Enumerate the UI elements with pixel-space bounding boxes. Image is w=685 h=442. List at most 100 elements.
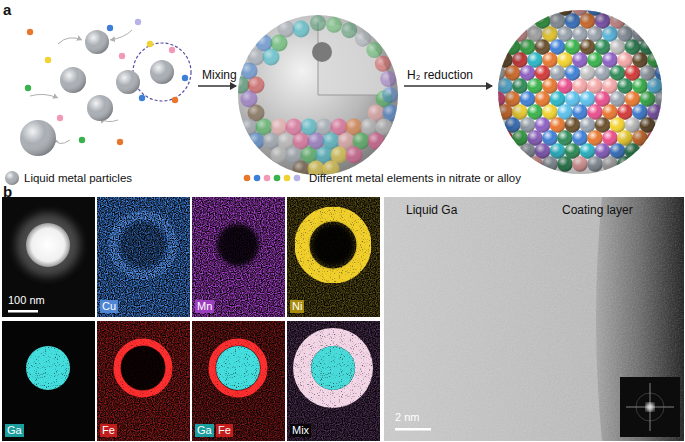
illustration-part bbox=[384, 197, 684, 441]
fe-map bbox=[97, 321, 190, 441]
illustration-part bbox=[192, 197, 285, 317]
inner-ball bbox=[312, 42, 332, 62]
ball-shine bbox=[60, 67, 86, 93]
ga-fe-map bbox=[192, 321, 285, 441]
illustration-part bbox=[287, 321, 380, 441]
motion-arrow bbox=[30, 94, 58, 98]
motion-arrow bbox=[54, 138, 70, 144]
ball bbox=[248, 133, 265, 150]
ball bbox=[382, 87, 398, 103]
hrtem-image bbox=[384, 197, 684, 441]
metal-dot bbox=[284, 175, 291, 182]
ball bbox=[271, 147, 288, 164]
sphere-shade bbox=[498, 10, 662, 174]
metal-dot bbox=[119, 53, 125, 59]
illustration-part bbox=[233, 15, 400, 178]
ball bbox=[380, 71, 396, 87]
illustration-part bbox=[626, 383, 674, 431]
metal-dot bbox=[264, 175, 271, 182]
ball bbox=[60, 67, 86, 93]
ball bbox=[5, 171, 19, 185]
illustration-part bbox=[20, 19, 188, 156]
metal-dot bbox=[274, 175, 281, 182]
ball bbox=[293, 21, 310, 38]
illustration-part bbox=[97, 197, 190, 317]
illustration-part bbox=[121, 223, 165, 267]
illustration-part bbox=[2, 321, 95, 441]
ball-shine bbox=[248, 133, 265, 150]
ball bbox=[116, 70, 140, 94]
metal-dot bbox=[294, 175, 301, 182]
legend-text: Different metal elements in nitrate or a… bbox=[309, 171, 521, 185]
step-label: H₂ reduction bbox=[407, 68, 473, 82]
illustration-part bbox=[26, 346, 70, 390]
ball bbox=[326, 17, 342, 33]
metal-dot bbox=[25, 85, 31, 91]
ball-shine bbox=[366, 42, 382, 58]
illustration-part bbox=[216, 346, 260, 390]
element-map: Ga bbox=[2, 321, 95, 441]
metal-dot bbox=[169, 47, 175, 53]
illustration-part bbox=[311, 346, 355, 390]
ball-shine bbox=[263, 49, 280, 66]
motion-arrow bbox=[110, 30, 132, 40]
metal-dot bbox=[182, 75, 188, 81]
illustration-part bbox=[287, 321, 380, 441]
metal-dot bbox=[45, 57, 51, 63]
illustration-part bbox=[2, 197, 95, 317]
illustration-part bbox=[395, 428, 431, 431]
illustration-part bbox=[192, 197, 285, 317]
element-map: Mix bbox=[287, 321, 380, 441]
ball-shine bbox=[5, 171, 19, 185]
dashed-circle bbox=[133, 43, 191, 101]
ball-shine bbox=[326, 17, 342, 33]
metal-dot bbox=[135, 19, 141, 25]
ball-shine bbox=[355, 31, 371, 47]
legend-text: Liquid metal particles bbox=[24, 171, 132, 185]
ga-map bbox=[2, 321, 95, 441]
region-label: Coating layer bbox=[562, 204, 633, 217]
element-map: Ni bbox=[287, 197, 380, 317]
ball-shine bbox=[20, 120, 56, 156]
illustration-part bbox=[192, 321, 285, 441]
metal-dot bbox=[172, 97, 178, 103]
illustration-part bbox=[97, 197, 190, 317]
illustration-part bbox=[97, 321, 190, 441]
scale-label: 2 nm bbox=[395, 411, 419, 424]
hrtem-panel: Liquid GaCoating layer2 nm bbox=[384, 197, 684, 441]
ni-map bbox=[287, 197, 380, 317]
ball-shine bbox=[382, 87, 398, 103]
illustration-part bbox=[117, 342, 169, 394]
metal-dot bbox=[107, 25, 113, 31]
ball bbox=[85, 30, 109, 54]
ball bbox=[310, 15, 326, 31]
step-label: Mixing bbox=[202, 68, 237, 82]
element-map: Cu bbox=[97, 197, 190, 317]
illustration-part bbox=[312, 224, 354, 266]
ball-shine bbox=[368, 133, 385, 150]
element-label: Mix bbox=[290, 424, 311, 437]
element-label: Mn bbox=[195, 300, 214, 313]
element-label: Ga bbox=[195, 424, 214, 437]
mix-map bbox=[287, 321, 380, 441]
ball-shine bbox=[116, 70, 140, 94]
ball-shine bbox=[150, 60, 174, 84]
ball-shine bbox=[271, 147, 288, 164]
scale-label: 100 nm bbox=[8, 294, 45, 307]
ball-shine bbox=[341, 22, 357, 38]
illustration-part bbox=[113, 215, 173, 275]
coated-sphere bbox=[238, 15, 398, 175]
haadf-panel: 100 nm bbox=[2, 197, 95, 317]
ball bbox=[375, 56, 391, 72]
liquid-metal-cluster bbox=[30, 30, 191, 144]
ball bbox=[368, 133, 385, 150]
illustration-part bbox=[217, 224, 259, 266]
element-label: Fe bbox=[100, 424, 117, 437]
ball bbox=[355, 31, 371, 47]
metal-dot bbox=[139, 95, 145, 101]
ball-shine bbox=[87, 95, 113, 121]
illustration-part bbox=[8, 310, 38, 313]
ball-shine bbox=[310, 15, 326, 31]
ball bbox=[366, 42, 382, 58]
element-label: Ga bbox=[5, 424, 24, 437]
